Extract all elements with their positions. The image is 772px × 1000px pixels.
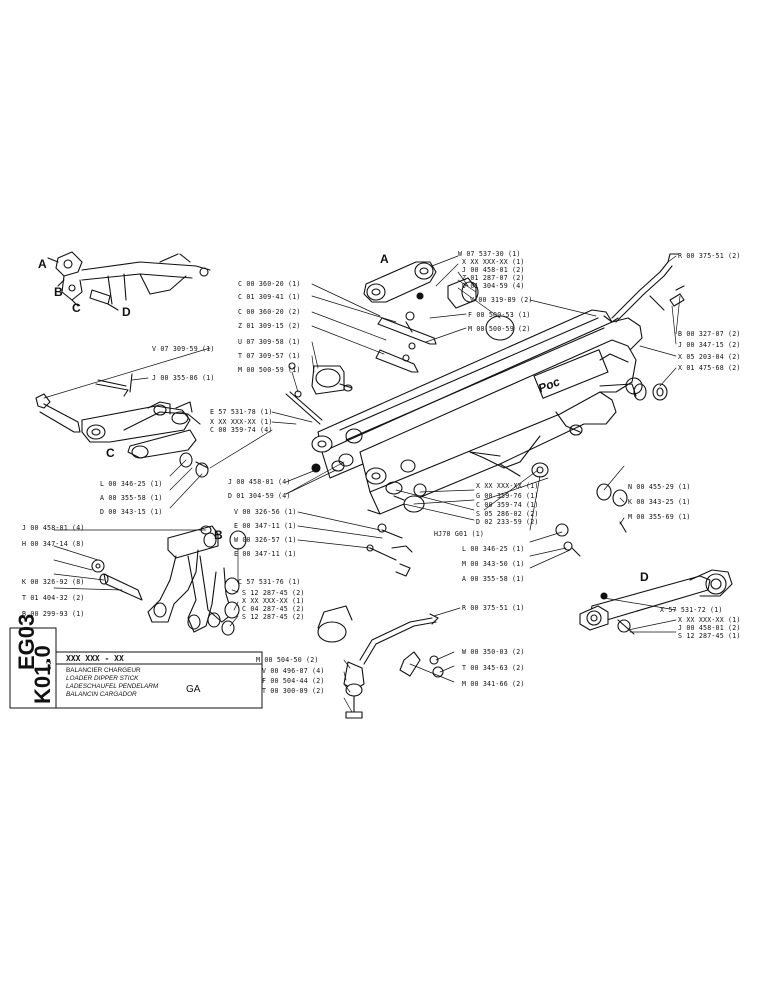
pins-group <box>285 311 437 425</box>
letter-a-link: A <box>380 252 389 266</box>
part-label: M 00 500-59 (2) <box>468 325 531 333</box>
part-label: M 00 341-66 (2) <box>462 680 525 688</box>
part-label: L 00 346-25 (1) <box>462 545 525 553</box>
part-label: E 00 347-11 (1) <box>234 522 297 530</box>
part-label: X 01 475-68 (2) <box>678 364 741 372</box>
part-label: U 07 309-58 (1) <box>238 338 301 346</box>
part-label: S 12 287-45 (2) <box>242 613 305 621</box>
part-label: C 57 531-76 (1) <box>238 578 301 586</box>
link-c-assembly <box>35 373 209 478</box>
title-block-suffix: GA <box>186 684 201 695</box>
part-label: V 00 496-07 (4) <box>262 667 325 675</box>
letter-b-bracket: B <box>214 528 223 542</box>
part-label: H 00 347-14 (8) <box>22 540 85 548</box>
part-label: W 00 350-03 (2) <box>462 648 525 656</box>
part-label: J 00 458-01 (2) <box>462 266 525 274</box>
part-label: J 00 458-01 (2) <box>678 624 741 632</box>
part-label: A 00 355-58 (1) <box>462 575 525 583</box>
part-label: V 00 326-56 (1) <box>234 508 297 516</box>
hydraulic-hose-top <box>603 253 685 323</box>
part-label: X 05 203-04 (2) <box>678 353 741 361</box>
part-label: J 00 458-01 (4) <box>22 524 85 532</box>
part-label: D 00 343-15 (1) <box>100 508 163 516</box>
cylinder-d <box>579 569 733 635</box>
right-small-parts <box>596 383 647 533</box>
part-label: W 07 537-30 (1) <box>458 250 521 258</box>
dipper-stick-boom <box>311 309 668 515</box>
hydraulic-hose-bottom <box>317 523 581 719</box>
title-block-frame <box>9 627 263 709</box>
title-block-titles: BALANCIER CHARGEUR LOADER DIPPER STICK L… <box>66 667 158 699</box>
part-label: Z 01 287-07 (2) <box>462 274 525 282</box>
overview-sketch <box>47 251 211 311</box>
letter-c-overview: C <box>72 301 81 315</box>
part-label: V 07 309-59 (1) <box>152 345 215 353</box>
part-label: J 00 355-86 (1) <box>152 374 215 382</box>
title-block-small-code: 1.2 <box>46 660 53 670</box>
title-block-ref-number: XXX XXX - XX <box>66 654 124 663</box>
letter-b-overview: B <box>54 285 63 299</box>
part-label: B 00 299-93 (1) <box>22 610 85 618</box>
letter-d-cylinder: D <box>640 570 649 584</box>
part-label: M 00 500-59 (1) <box>238 366 301 374</box>
part-label: C 00 359-74 (4) <box>210 426 273 434</box>
part-label: F 00 500-53 (1) <box>468 311 531 319</box>
part-label: M 00 343-50 (1) <box>462 560 525 568</box>
part-label: K 00 343-25 (1) <box>628 498 691 506</box>
part-label: S 05 286-02 (2) <box>476 510 539 518</box>
part-label: A 00 355-58 (1) <box>100 494 163 502</box>
part-label: M 00 355-69 (1) <box>628 513 691 521</box>
link-a <box>363 261 515 341</box>
part-label: C 00 359-74 (1) <box>476 501 539 509</box>
part-label: T 07 309-57 (1) <box>238 352 301 360</box>
part-label: K 00 326-92 (8) <box>22 578 85 586</box>
part-label: C 01 309-41 (1) <box>238 293 301 301</box>
part-label: C 04 287-45 (2) <box>242 605 305 613</box>
part-label: T 00 345-63 (2) <box>462 664 525 672</box>
part-label: T 00 300-09 (2) <box>262 687 325 695</box>
part-label: F 00 504-44 (2) <box>262 677 325 685</box>
part-label: L 00 346-25 (1) <box>100 480 163 488</box>
part-label: S 12 287-45 (1) <box>678 632 741 640</box>
letter-d-overview: D <box>122 305 131 319</box>
leader-lines <box>43 255 681 713</box>
part-label: S 12 287-45 (2) <box>242 589 305 597</box>
title-block-code-minor: K01.0 <box>30 645 55 704</box>
part-label: E 00 347-11 (1) <box>234 550 297 558</box>
part-label: X XX XXX-XX (1) <box>476 482 539 490</box>
part-label: M 00 504-50 (2) <box>256 656 319 664</box>
title-en: LOADER DIPPER STICK <box>66 675 139 682</box>
part-label: X XX XXX-XX (1) <box>210 418 273 426</box>
part-label: B 00 327-07 (2) <box>678 330 741 338</box>
part-label: X 57 531-72 (1) <box>660 606 723 614</box>
title-de: LADESCHAUFEL PENDELARM <box>66 683 159 690</box>
title-fr: BALANCIER CHARGEUR <box>66 667 141 674</box>
part-label: R 00 375-51 (1) <box>462 604 525 612</box>
letter-a-overview: A <box>38 257 47 271</box>
bracket-b-assembly <box>91 525 247 636</box>
part-label: T 01 404-32 (2) <box>22 594 85 602</box>
part-label: V 00 319-89 (2) <box>470 296 533 304</box>
part-label: X XX XXX-XX (1) <box>242 597 305 605</box>
letter-c-link: C <box>106 446 115 460</box>
part-label: G 00 359-76 (1) <box>476 492 539 500</box>
part-label: R 00 375-51 (2) <box>678 252 741 260</box>
part-label: C 00 360-20 (2) <box>238 308 301 316</box>
part-label: HJ70 G01 (1) <box>434 530 485 538</box>
part-label: X XX XXX-XX (1) <box>462 258 525 266</box>
part-label: J 00 347-15 (2) <box>678 341 741 349</box>
part-label: D 02 233-59 (2) <box>476 518 539 526</box>
part-label: W 00 326-57 (1) <box>234 536 297 544</box>
title-es: BALANCIN CARGADOR <box>66 691 137 698</box>
part-label: D 01 304-59 (4) <box>462 282 525 290</box>
part-label: X XX XXX-XX (1) <box>678 616 741 624</box>
part-label: C 00 360-20 (1) <box>238 280 301 288</box>
part-label: D 01 304-59 (4) <box>228 492 291 500</box>
part-label: E 57 531-78 (1) <box>210 408 273 416</box>
part-label: J 00 458-01 (4) <box>228 478 291 486</box>
part-label: Z 01 309-15 (2) <box>238 322 301 330</box>
part-label: N 00 455-29 (1) <box>628 483 691 491</box>
